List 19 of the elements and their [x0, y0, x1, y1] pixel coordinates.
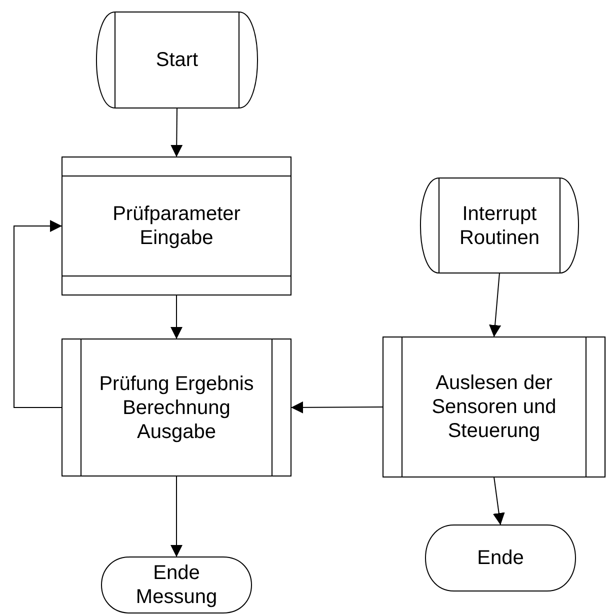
subroutine-box	[62, 339, 291, 476]
arrow	[492, 476, 505, 526]
arrow	[290, 401, 384, 414]
terminal-shape	[420, 178, 579, 273]
node-label: Auslesen der Sensoren und Steuerung	[430, 371, 558, 443]
arrow	[170, 294, 182, 340]
input-box	[62, 157, 291, 295]
node-label: Prüfung Ergebnis Berechnung Ausgabe	[98, 372, 255, 444]
terminal-shape	[96, 12, 258, 108]
node-label: Ende	[477, 546, 524, 570]
subroutine-box	[383, 337, 605, 477]
arrow	[14, 220, 62, 408]
arrow	[170, 108, 183, 158]
arrow	[489, 272, 501, 338]
node-label: Ende Messung	[134, 561, 218, 609]
node-label: Interrupt Routinen	[458, 202, 541, 250]
node-label: Prüfparameter Eingabe	[112, 202, 242, 250]
node-label: Start	[156, 48, 198, 72]
arrow	[170, 476, 182, 558]
